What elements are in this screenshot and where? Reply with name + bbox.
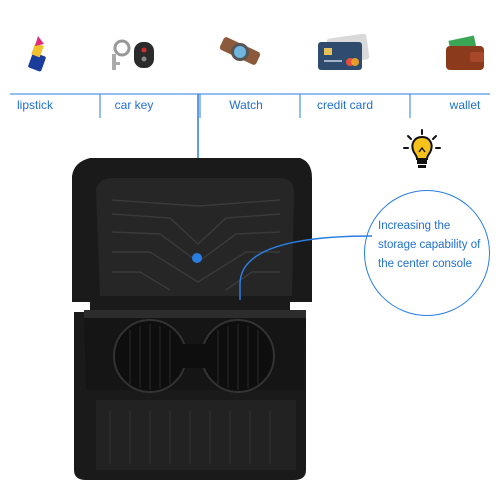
lipstick-icon — [18, 34, 58, 72]
item-label-credit-card: credit card — [316, 98, 374, 112]
lightbulb-icon — [402, 128, 442, 172]
item-label-lipstick: lipstick — [16, 98, 54, 112]
wallet-icon — [444, 34, 484, 70]
item-label-car-key: car key — [114, 98, 154, 112]
callout-text: Increasing the storage capability of the… — [378, 220, 481, 270]
item-label-wallet: wallet — [449, 98, 481, 112]
credit-card-icon — [316, 33, 370, 70]
watch-icon — [218, 34, 261, 70]
car-key-icon — [108, 34, 154, 70]
callout-circle — [364, 190, 490, 316]
item-label-watch: Watch — [229, 98, 263, 112]
